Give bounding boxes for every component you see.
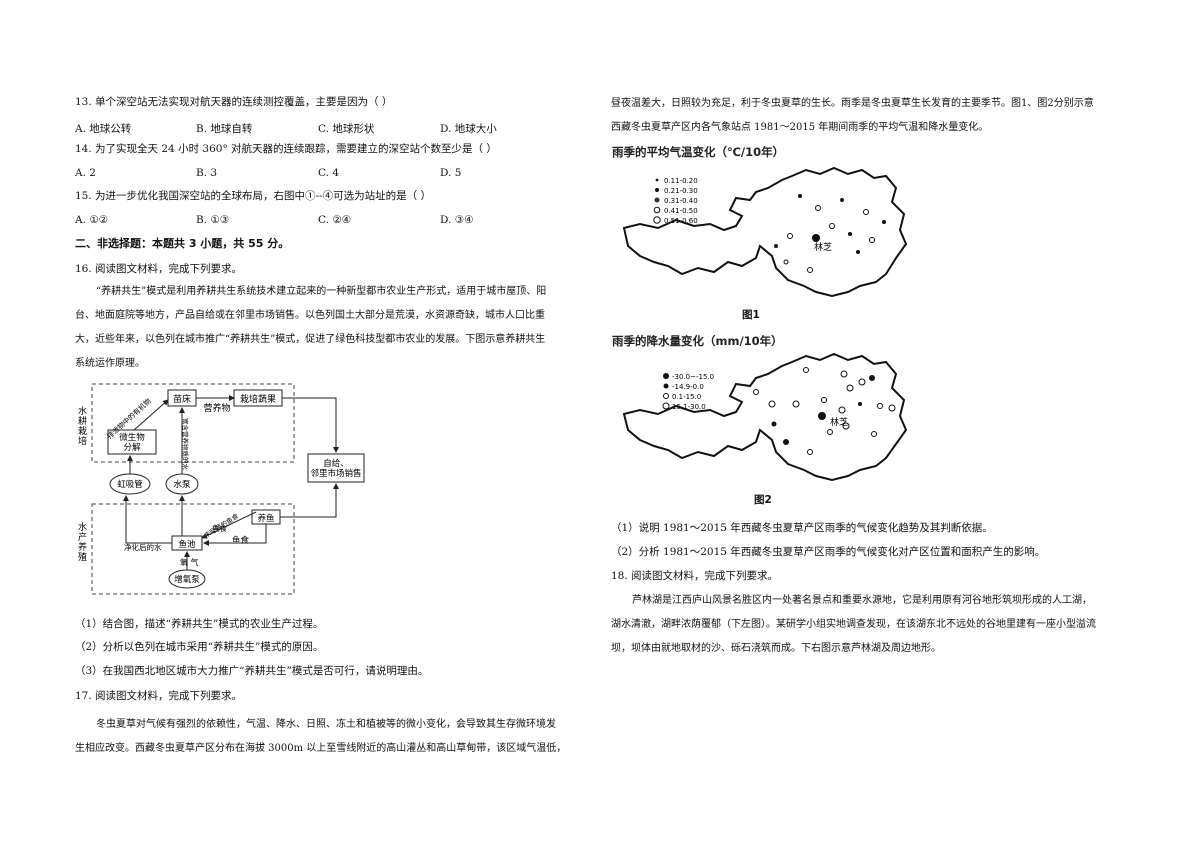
q13-option-b: B. 地球自转: [196, 123, 253, 135]
map2-city-label: 林芝: [830, 416, 848, 428]
q17-paragraph-line: 昼夜温差大，日照较为充足，利于冬虫夏草的生长。雨季是冬虫夏草生长发育的主要季节。…: [611, 98, 1094, 109]
fishfarm-label: 养鱼: [257, 513, 274, 524]
q16-sub1: （1）结合图，描述“养耕共生”模式的农业生产过程。: [75, 618, 324, 630]
side-label-bottom: 水产养殖: [78, 521, 87, 563]
q17-paragraph-line: 生相应改变。西藏冬虫夏草产区分布在海拔 3000m 以上至雪线附近的高山灌丛和高…: [75, 743, 567, 754]
q14-stem: 14. 为了实现全天 24 小时 360° 对航天器的连续跟踪，需要建立的深空站…: [75, 143, 497, 155]
rich-water-label: 富含营养物质的水: [181, 418, 190, 471]
map1-city-label: 林芝: [814, 241, 832, 253]
map1-caption: 图1: [742, 309, 760, 321]
map1-city-dot: [812, 234, 820, 242]
siphon-label: 虹吸管: [117, 479, 143, 490]
q15-option-c: C. ②④: [318, 214, 352, 226]
tibet-outline-2: [622, 352, 908, 482]
map1-stations: [774, 194, 886, 273]
q15-option-a: A. ①②: [75, 214, 109, 226]
nutrient-label: 营养物: [203, 402, 230, 414]
map2-title: 雨季的降水量变化（mm/10年）: [612, 334, 783, 348]
svg-text:0.31-0.40: 0.31-0.40: [664, 197, 698, 205]
q17-sub1: （1）说明 1981～2015 年西藏冬虫夏草产区雨季的气候变化趋势及其判断依据…: [611, 522, 993, 534]
q14-option-b: B. 3: [196, 167, 218, 179]
tibet-outline-1: [622, 166, 908, 298]
svg-text:15.1-30.0: 15.1-30.0: [672, 403, 706, 411]
q13-option-a: A. 地球公转: [75, 123, 132, 135]
svg-text:0.21-0.30: 0.21-0.30: [664, 187, 698, 195]
svg-text:0.1-15.0: 0.1-15.0: [672, 393, 701, 401]
svg-text:-30.0~-15.0: -30.0~-15.0: [672, 373, 714, 381]
q18-paragraph-line: 坝，坝体由就地取材的沙、砾石浇筑而成。下右图示意芦林湖及周边地形。: [611, 643, 941, 654]
q18-paragraph-line: 湖水清澈，湖畔浓荫覆郁（下左图）。某研学小组实地调查发现，在该湖东北不远处的谷地…: [611, 619, 1096, 630]
microbe-label: 微生物分解: [119, 432, 145, 453]
svg-text:-14.9-0.0: -14.9-0.0: [672, 383, 704, 391]
fishfood-label: 鱼食: [232, 535, 250, 546]
q18-paragraph-line: 芦林湖是江西庐山风景名胜区内一处著名景点和重要水源地，它是利用原有河谷地形筑坝形…: [632, 595, 1092, 606]
map1-legend: 0.11-0.20 0.21-0.30 0.31-0.40 0.41-0.50 …: [653, 177, 698, 225]
nursery-label: 苗床: [173, 393, 191, 405]
map2-city-dot: [818, 412, 826, 420]
map1-title: 雨季的平均气温变化（℃/10年）: [612, 145, 784, 159]
pond-label: 鱼池: [178, 539, 196, 550]
q17-sub2: （2）分析 1981～2015 年西藏冬虫夏草产区雨季的气候变化对产区位置和面积…: [611, 546, 1046, 558]
pump-label: 水泵: [173, 479, 191, 490]
aerator-label: 增氧泵: [174, 574, 200, 585]
temperature-map: 雨季的平均气温变化（℃/10年） 0.11-0.20 0.21-0.30 0.3…: [612, 145, 908, 298]
precipitation-map: 雨季的降水量变化（mm/10年） -30.0~-15.0 -14.9-0.0 0…: [612, 334, 908, 482]
arrow: [133, 399, 169, 431]
map2-legend: -30.0~-15.0 -14.9-0.0 0.1-15.0 15.1-30.0: [662, 373, 714, 411]
svg-text:0.11-0.20: 0.11-0.20: [664, 177, 698, 185]
q14-option-d: D. 5: [440, 167, 462, 179]
q14-option-a: A. 2: [75, 167, 96, 179]
q16-paragraph-line: 系统运作原理。: [75, 358, 145, 369]
svg-text:0.41-0.50: 0.41-0.50: [664, 207, 698, 215]
q16-sub2: （2）分析以色列在城市采用“养耕共生”模式的原因。: [75, 641, 324, 653]
q17-paragraph-line: 西藏冬虫夏草产区内各气象站点 1981～2015 年期间雨季的平均气温和降水量变…: [611, 122, 989, 133]
clean-water-label: 净化后的水: [124, 542, 162, 552]
q13-option-d: D. 地球大小: [440, 123, 497, 135]
q17-paragraph-line: 冬虫夏草对气候有强烈的依赖性，气温、降水、日照、冻土和植被等的微小变化，会导致其…: [96, 719, 556, 730]
arrow: [282, 397, 339, 453]
oxygen-label: 氧 气: [180, 557, 199, 567]
q16-paragraph-line: 台、地面庭院等地方，产品自给或在邻里市场销售。以色列国土大部分是荒漠，水资源奇缺…: [75, 310, 545, 321]
arrow: [201, 511, 257, 539]
fishfood-label-2: 鱼食: [212, 523, 227, 533]
map2-stations: [753, 367, 896, 455]
q18-intro: 18. 阅读图文材料，完成下列要求。: [611, 570, 779, 582]
q16-intro: 16. 阅读图文材料，完成下列要求。: [75, 263, 243, 275]
market-label: 自给、邻里市场销售: [310, 458, 361, 479]
svg-text:0.51-0.60: 0.51-0.60: [664, 217, 698, 225]
q15-stem: 15. 为进一步优化我国深空站的全球布局，右图中①--④可选为站址的是（ ）: [75, 190, 431, 202]
q16-paragraph-line: 大，近些年来，以色列在城市推广“养耕共生”模式，促进了绿色科技型都市农业的发展。…: [75, 334, 546, 345]
aquaponics-diagram: 水耕栽培 水产养殖 苗床 栽培蔬果 营养物 微生物分解 虹吸管 水泵 自给、邻里…: [78, 383, 365, 595]
veg-label: 栽培蔬果: [240, 393, 276, 405]
aquaculture-region: [91, 503, 295, 595]
q15-option-b: B. ①③: [196, 214, 230, 226]
arrow: [123, 495, 172, 544]
q14-option-c: C. 4: [318, 167, 340, 179]
side-label-top: 水耕栽培: [78, 405, 87, 447]
section-heading: 二、非选择题：本题共 3 小题，共 55 分。: [75, 237, 290, 250]
q13-stem: 13. 单个深空站无法实现对航天器的连续测控覆盖，主要是因为（ ）: [75, 96, 393, 108]
q17-intro: 17. 阅读图文材料，完成下列要求。: [75, 690, 243, 702]
q16-paragraph-line: “养耕共生”模式是利用养耕共生系统技术建立起来的一种新型都市农业生产形式，适用于…: [96, 286, 547, 297]
arrow: [203, 524, 267, 546]
market-box: [307, 453, 365, 483]
q15-option-d: D. ③④: [440, 214, 474, 226]
q13-option-c: C. 地球形状: [318, 123, 375, 135]
microbe-box: [107, 429, 157, 455]
map2-caption: 图2: [754, 494, 772, 506]
q16-sub3: （3）在我国西北地区城市大力推广“养耕共生”模式是否可行，请说明理由。: [75, 665, 429, 677]
arrow: [280, 483, 339, 518]
hydroponics-region: [91, 383, 295, 463]
